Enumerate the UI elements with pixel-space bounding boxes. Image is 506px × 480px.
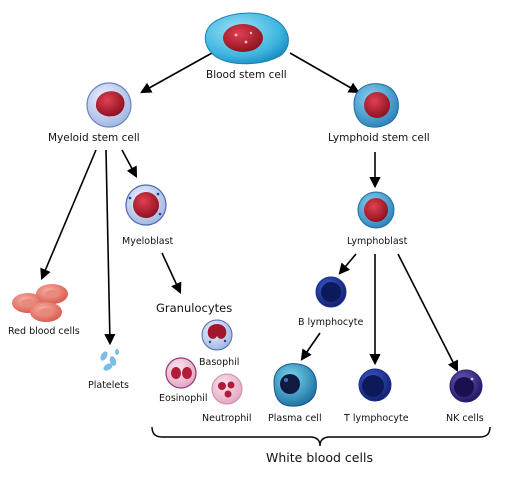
- platelets-icon: [100, 349, 119, 371]
- label-nk-cells: NK cells: [446, 413, 484, 424]
- arrow-lymphoblast-to-nk: [397, 253, 459, 372]
- blood-stem-cell-icon: [204, 12, 289, 65]
- arrow-lymphoblast-to-b-lymphocyte: [338, 253, 357, 275]
- label-myeloid-stem-cell: Myeloid stem cell: [48, 132, 140, 144]
- plasma-cell-icon: [273, 363, 317, 407]
- arrow-myeloid-to-rbc: [40, 149, 97, 281]
- basophil-icon: [201, 319, 233, 351]
- myeloblast-icon: [125, 184, 167, 226]
- lymphoblast-icon: [357, 191, 395, 229]
- label-white-blood-cells: White blood cells: [266, 450, 373, 465]
- eosinophil-icon: [165, 357, 197, 389]
- t-lymphocyte-icon: [358, 368, 392, 402]
- arrow-myeloid-to-platelets: [104, 149, 116, 346]
- myeloid-stem-cell-icon: [86, 82, 132, 128]
- nk-cells-icon: [449, 369, 483, 403]
- lymphoid-stem-cell-icon: [353, 83, 399, 128]
- label-myeloblast: Myeloblast: [122, 236, 174, 247]
- neutrophil-icon: [211, 373, 243, 405]
- white-blood-cells-bracket: [151, 426, 491, 447]
- label-blood-stem-cell: Blood stem cell: [206, 69, 287, 81]
- label-basophil: Basophil: [199, 357, 239, 368]
- arrow-stem-to-lymphoid: [289, 52, 360, 94]
- label-lymphoid-stem-cell: Lymphoid stem cell: [328, 132, 430, 144]
- arrow-myeloid-to-myeloblast: [121, 149, 138, 178]
- label-red-blood-cells: Red blood cells: [8, 326, 80, 337]
- b-lymphocyte-icon: [315, 276, 347, 308]
- label-neutrophil: Neutrophil: [202, 413, 252, 424]
- label-t-lymphocyte: T lymphocyte: [343, 413, 409, 424]
- arrow-stem-to-myeloid: [140, 52, 213, 94]
- arrow-b-to-plasma: [300, 332, 321, 361]
- arrow-myeloblast-to-granulocytes: [161, 252, 182, 295]
- label-granulocytes: Granulocytes: [156, 301, 232, 315]
- red-blood-cells-icon: [12, 284, 68, 322]
- label-b-lymphocyte: B lymphocyte: [298, 317, 363, 328]
- label-platelets: Platelets: [88, 380, 129, 391]
- label-lymphoblast: Lymphoblast: [347, 236, 408, 247]
- label-plasma-cell: Plasma cell: [268, 413, 322, 424]
- arrows: [40, 52, 459, 372]
- label-eosinophil: Eosinophil: [159, 393, 208, 404]
